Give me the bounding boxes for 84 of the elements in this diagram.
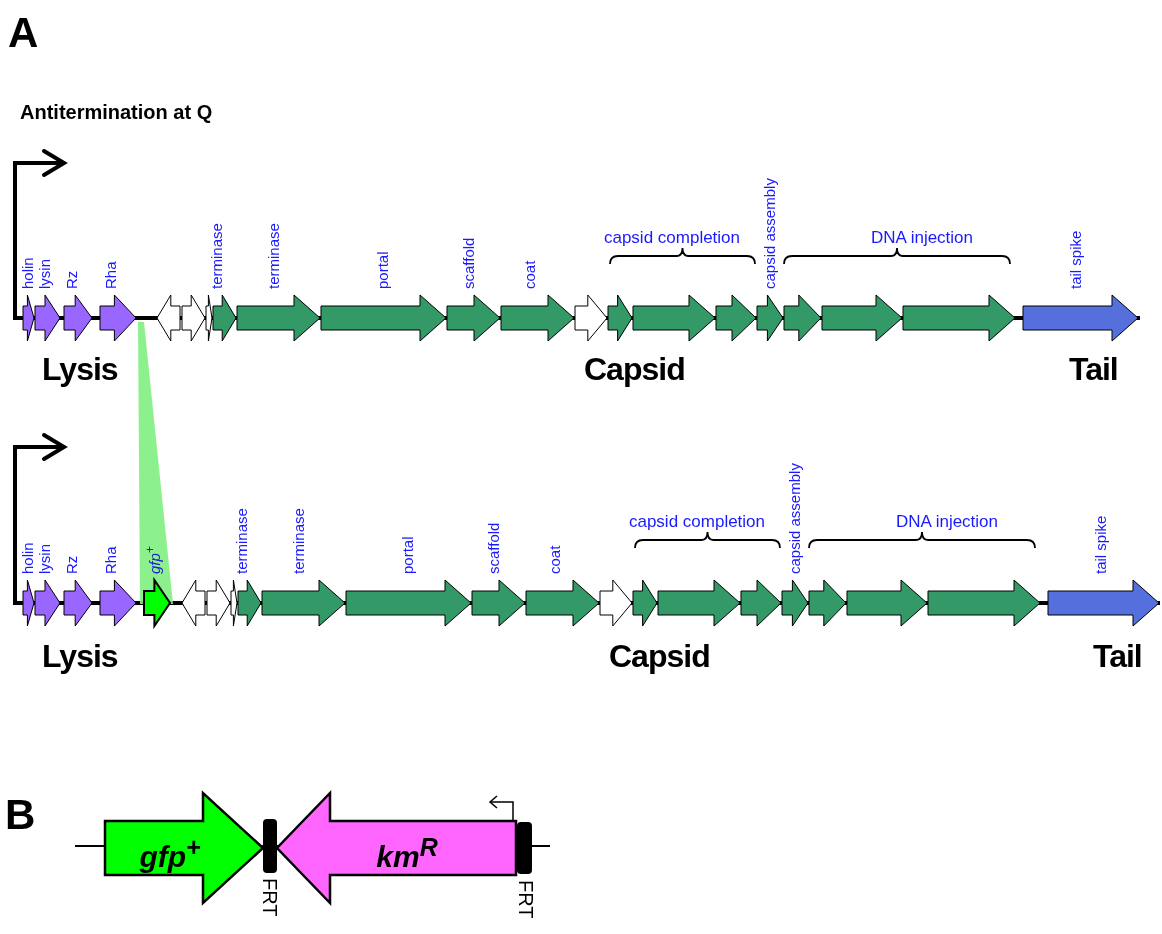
gene-block <box>182 295 205 341</box>
gene-label: tail spike <box>1066 230 1084 289</box>
gene-block <box>782 580 808 626</box>
gene-block <box>447 295 500 341</box>
gene-block <box>35 580 60 626</box>
gene-label: terminase <box>207 223 225 289</box>
gene-block <box>23 580 34 626</box>
gene-name: km$^{R}$ <box>375 832 439 875</box>
gene-block <box>633 295 715 341</box>
gene-block <box>321 295 446 341</box>
gene-block <box>903 295 1015 341</box>
gene-block <box>809 580 846 626</box>
gene-block <box>207 580 230 626</box>
gene-block <box>237 295 320 341</box>
region-label: Lysis <box>42 350 118 388</box>
gene-label: coat <box>545 545 563 574</box>
site-label: FRT <box>259 878 281 917</box>
gene-label: Rha <box>101 546 119 574</box>
gene-block <box>346 580 471 626</box>
gene-label: Rha <box>101 261 119 289</box>
gene-label: capsid assembly <box>785 463 803 574</box>
gene-block <box>658 580 740 626</box>
region-label: Lysis <box>42 637 118 675</box>
frt-site <box>517 822 532 874</box>
region-label: Capsid <box>609 637 710 675</box>
group-label: DNA injection <box>869 228 975 248</box>
gene-block <box>600 580 632 626</box>
site-label: FRT <box>515 880 537 919</box>
gene-label: Rz <box>62 555 80 574</box>
gene-block <box>23 295 34 341</box>
gene-block <box>144 580 170 626</box>
gene-name: gfp$^{+}$ <box>138 832 202 875</box>
gene-label: coat <box>520 260 538 289</box>
gene-block <box>206 295 212 341</box>
gene-label: holin <box>18 542 36 574</box>
gene-label: scaffold <box>484 522 502 574</box>
gene-block <box>238 580 261 626</box>
gene-block <box>182 580 205 626</box>
gene-block <box>262 580 345 626</box>
gene-block <box>1023 295 1138 341</box>
gene-label: holin <box>18 257 36 289</box>
gene-block <box>64 580 92 626</box>
gene-block <box>822 295 902 341</box>
gene-block <box>157 295 180 341</box>
gene-block <box>757 295 783 341</box>
frt-site <box>263 819 277 873</box>
gene-label: lysin <box>35 259 53 289</box>
gene-block <box>472 580 525 626</box>
gene-block <box>105 793 263 903</box>
gene-block <box>213 295 236 341</box>
region-label: Tail <box>1069 350 1118 388</box>
gene-block <box>575 295 607 341</box>
gene-block <box>784 295 821 341</box>
gene-block <box>716 295 756 341</box>
gene-label: Rz <box>62 270 80 289</box>
gene-block <box>633 580 657 626</box>
gene-block <box>277 793 516 903</box>
gene-label: portal <box>398 536 416 574</box>
gene-block <box>231 580 237 626</box>
promoter-title: Antitermination at Q <box>20 100 213 124</box>
panel-letter: A <box>8 8 39 58</box>
group-label: DNA injection <box>894 512 1000 532</box>
gene-block <box>1048 580 1159 626</box>
gene-block <box>928 580 1040 626</box>
gene-label: portal <box>373 251 391 289</box>
gene-block <box>100 295 136 341</box>
gene-label: lysin <box>35 544 53 574</box>
panel-letter: B <box>5 790 36 840</box>
gene-label: terminase <box>289 508 307 574</box>
gene-block <box>847 580 927 626</box>
gene-label: scaffold <box>459 237 477 289</box>
region-label: Capsid <box>584 350 685 388</box>
gene-block <box>501 295 574 341</box>
gene-label: tail spike <box>1091 515 1109 574</box>
gene-label: terminase <box>232 508 250 574</box>
gene-block <box>64 295 92 341</box>
region-label: Tail <box>1093 637 1142 675</box>
gene-block <box>608 295 632 341</box>
gene-block <box>741 580 781 626</box>
gene-label: capsid assembly <box>760 178 778 289</box>
gene-label: terminase <box>264 223 282 289</box>
gene-block <box>100 580 136 626</box>
gene-block <box>526 580 599 626</box>
gene-block <box>35 295 60 341</box>
